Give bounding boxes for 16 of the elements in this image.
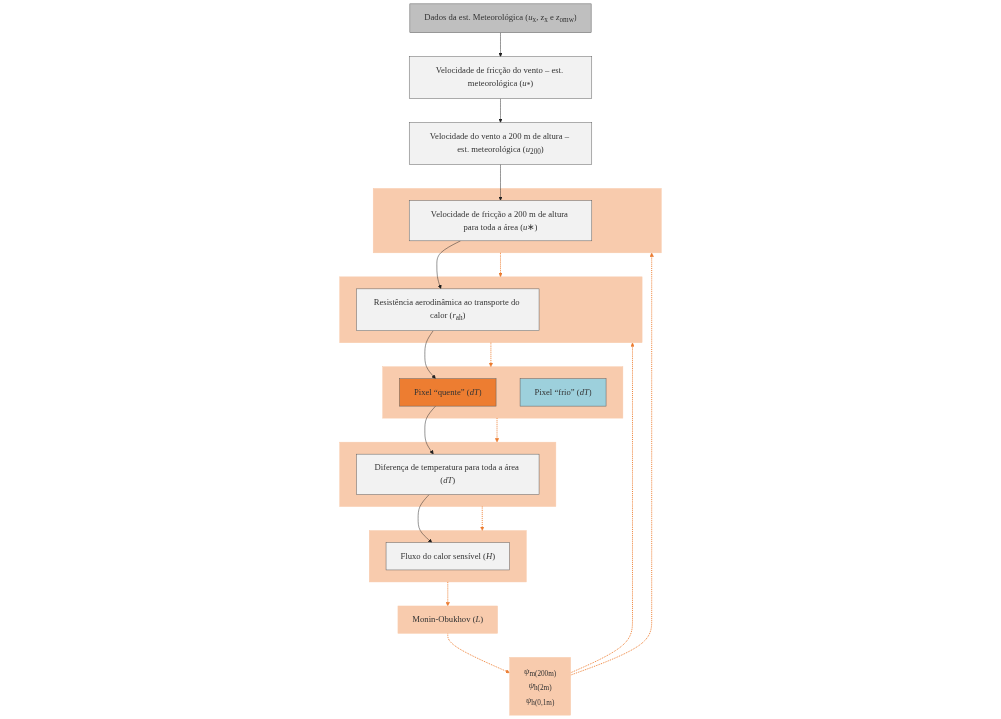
node-box: Pixel “frio” (dT) [519, 378, 607, 407]
cluster [382, 366, 624, 419]
node-box: Dados da est. Meteorológica (u$_{x}$, z$_{x}$ e z$_{omw}$) [409, 3, 592, 33]
cluster [339, 441, 557, 507]
node-box: Velocidade de fricção a 200 m de altura para toda a área (u∗) [409, 200, 592, 242]
node-box: ψ$_{m(200m)}$ ψ$_{h(2m)}$ ψ$_{h(0,1m)}$ [509, 657, 571, 716]
cluster [372, 188, 662, 254]
node-box: Diferença de temperatura para toda a área (dT) [356, 453, 540, 495]
node-box: Monin-Obukhov (L) [397, 605, 498, 634]
node-box: Velocidade de fricção do vento – est. meteorológica (u$_{*}$) [409, 56, 592, 99]
node-box: Velocidade do vento a 200 m de altura – est. meteorológica (u$_{200}$) [409, 122, 592, 165]
node-box: Resistência aerodinâmica ao transporte do calor (r$_{ah}$) [356, 288, 540, 331]
node-box: Pixel “quente” (dT) [399, 378, 497, 407]
cluster [369, 530, 527, 583]
cluster [339, 276, 643, 343]
node-box: Fluxo do calor sensível (H) [385, 542, 510, 571]
